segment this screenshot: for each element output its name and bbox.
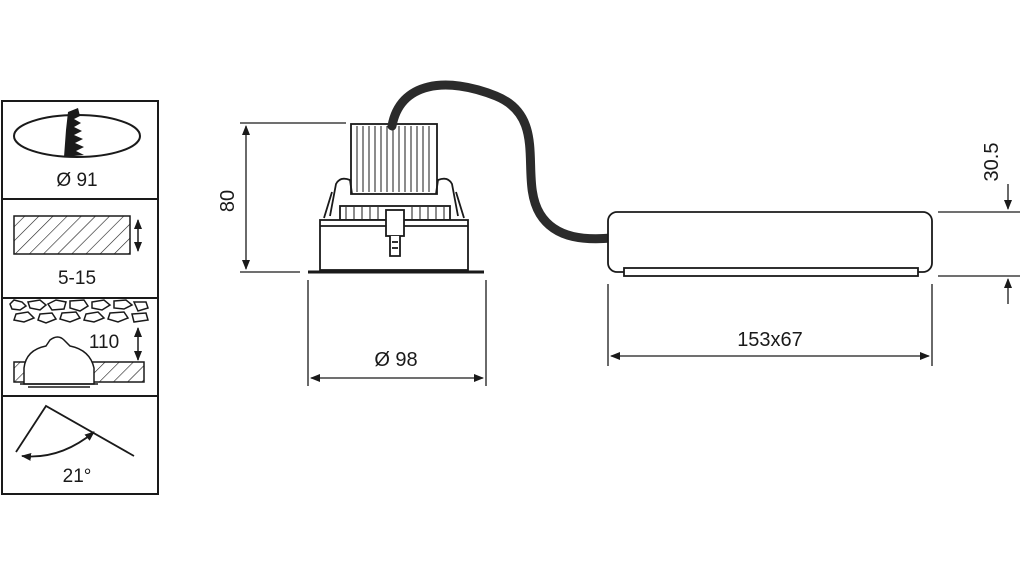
- tilt-angle-label: 21°: [63, 466, 92, 487]
- tilt-angle-icon: [15, 404, 135, 461]
- ceiling-thickness-label: 5-15: [58, 268, 96, 289]
- fixture-diameter-label: Ø 98: [374, 349, 417, 371]
- power-cable: [387, 80, 617, 244]
- driver-box: [607, 211, 933, 277]
- fixture-height-label: 80: [217, 190, 239, 212]
- recess-depth-icon: [9, 299, 149, 388]
- recess-depth-label: 110: [89, 332, 119, 353]
- legend-panel: [1, 100, 159, 495]
- cutout-label: Ø 91: [56, 170, 97, 191]
- driver-height-label: 30.5: [981, 143, 1003, 182]
- downlight-fixture: [308, 123, 484, 274]
- dimension-lines: [240, 122, 1020, 386]
- driver-size-label: 153x67: [737, 329, 803, 351]
- ceiling-thickness-icon: [13, 215, 142, 255]
- cutout-icon: [13, 108, 141, 158]
